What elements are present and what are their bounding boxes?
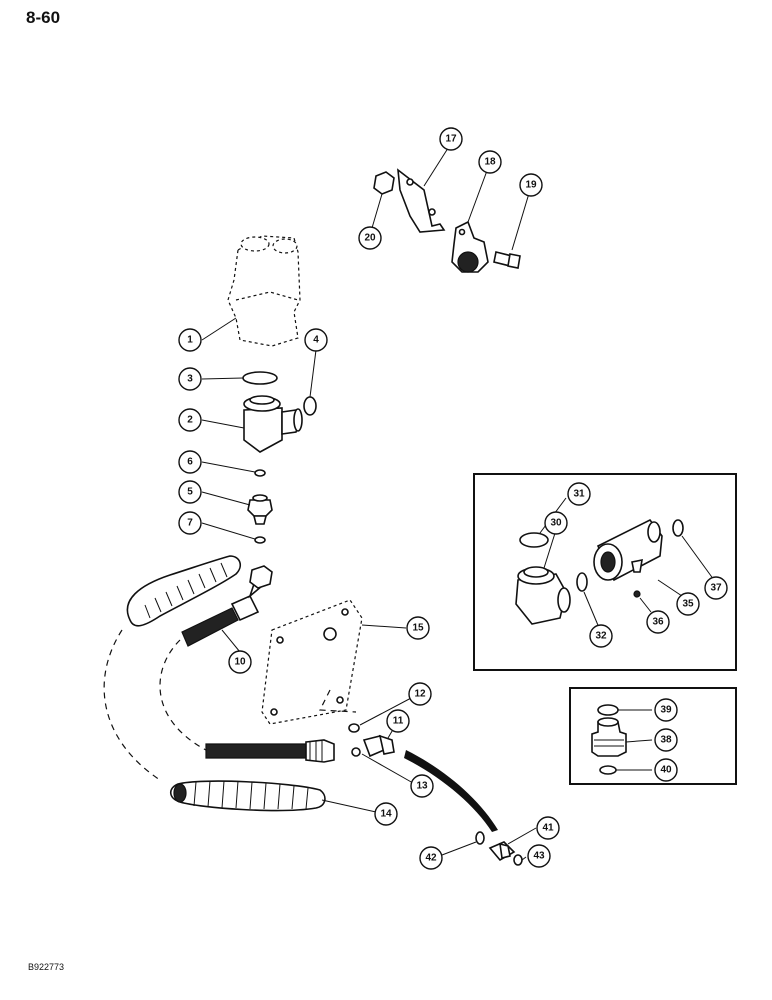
callout-43: 43 [527,844,551,868]
svg-text:10: 10 [234,657,246,668]
gasket-plate-15 [261,599,363,725]
callout-11: 11 [386,709,410,733]
callout-5: 5 [178,480,202,504]
svg-text:36: 36 [652,617,664,628]
fitting-41 [488,841,516,862]
callout-31: 31 [567,482,591,506]
callout-7: 7 [178,511,202,535]
o-ring-31 [519,532,549,548]
o-ring-43 [513,854,523,866]
inset-box-elbow [473,473,737,671]
valve-body-phantom [227,235,301,347]
callout-18: 18 [478,150,502,174]
svg-text:30: 30 [550,518,562,529]
svg-text:40: 40 [660,765,672,776]
svg-text:41: 41 [542,823,554,834]
svg-text:7: 7 [187,518,193,529]
callout-36: 36 [646,610,670,634]
callout-15: 15 [406,616,430,640]
o-ring-4 [303,396,317,416]
svg-text:37: 37 [710,583,722,594]
svg-text:12: 12 [414,689,426,700]
callout-38: 38 [654,728,678,752]
svg-text:20: 20 [364,233,376,244]
svg-text:31: 31 [573,489,585,500]
callout-17: 17 [439,127,463,151]
inset-box-connector [569,687,737,785]
svg-text:11: 11 [393,716,404,727]
o-ring-32 [576,572,588,592]
svg-text:6: 6 [187,457,193,468]
callout-13: 13 [410,774,434,798]
sleeve-lower-14 [169,780,326,812]
svg-text:35: 35 [682,599,694,610]
callout-42: 42 [419,846,443,870]
callout-19: 19 [519,173,543,197]
hose-lower [205,739,335,763]
hose-route-outer [103,629,161,781]
callout-6: 6 [178,450,202,474]
seal-7 [254,536,266,544]
indicator-arrow [404,750,498,832]
callout-1: 1 [178,328,202,352]
tee-adapter-35 [593,518,663,582]
svg-text:42: 42 [425,853,437,864]
elbow-fitting-11 [362,734,395,758]
callout-20: 20 [358,226,382,250]
o-ring-42 [475,831,485,845]
sleeve-upper [126,555,242,627]
svg-text:38: 38 [660,735,672,746]
plug-36 [633,590,641,598]
svg-text:15: 15 [412,623,424,634]
hose-route-inner [159,639,207,751]
o-ring-39 [597,704,619,716]
svg-text:2: 2 [187,415,193,426]
fitting-5 [247,494,273,525]
seal-6 [254,469,266,477]
o-ring-13 [351,747,361,757]
svg-text:43: 43 [533,851,545,862]
o-ring-3 [242,371,278,385]
svg-text:32: 32 [595,631,607,642]
svg-text:19: 19 [525,180,537,191]
page-number: 8-60 [26,8,61,27]
svg-text:39: 39 [660,705,672,716]
callout-37: 37 [704,576,728,600]
callout-2: 2 [178,408,202,432]
hose-10 [181,565,273,647]
svg-text:18: 18 [484,157,496,168]
svg-text:14: 14 [380,809,392,820]
svg-text:17: 17 [445,134,457,145]
svg-text:3: 3 [187,374,193,385]
callout-12: 12 [408,682,432,706]
o-ring-40 [599,765,617,775]
svg-text:13: 13 [416,781,428,792]
svg-text:4: 4 [313,335,319,346]
bolt-19 [493,251,521,269]
clamp-18 [451,220,489,273]
o-ring-37 [672,519,684,537]
callout-10: 10 [228,650,252,674]
o-ring-12 [348,723,360,733]
nut-20 [373,171,395,195]
elbow-30 [515,566,571,625]
svg-text:1: 1 [187,335,193,346]
callout-35: 35 [676,592,700,616]
callout-39: 39 [654,698,678,722]
elbow-adapter-2 [243,395,303,453]
callout-30: 30 [544,511,568,535]
connector-38 [591,717,627,757]
callout-14: 14 [374,802,398,826]
leader-lines [201,144,715,861]
callout-41: 41 [536,816,560,840]
figure-code: B922773 [28,962,65,972]
svg-text:5: 5 [187,487,193,498]
hose-route-plate [319,689,357,713]
callout-3: 3 [178,367,202,391]
callout-4: 4 [304,328,328,352]
callout-32: 32 [589,624,613,648]
bracket-17 [397,168,446,233]
callout-40: 40 [654,758,678,782]
